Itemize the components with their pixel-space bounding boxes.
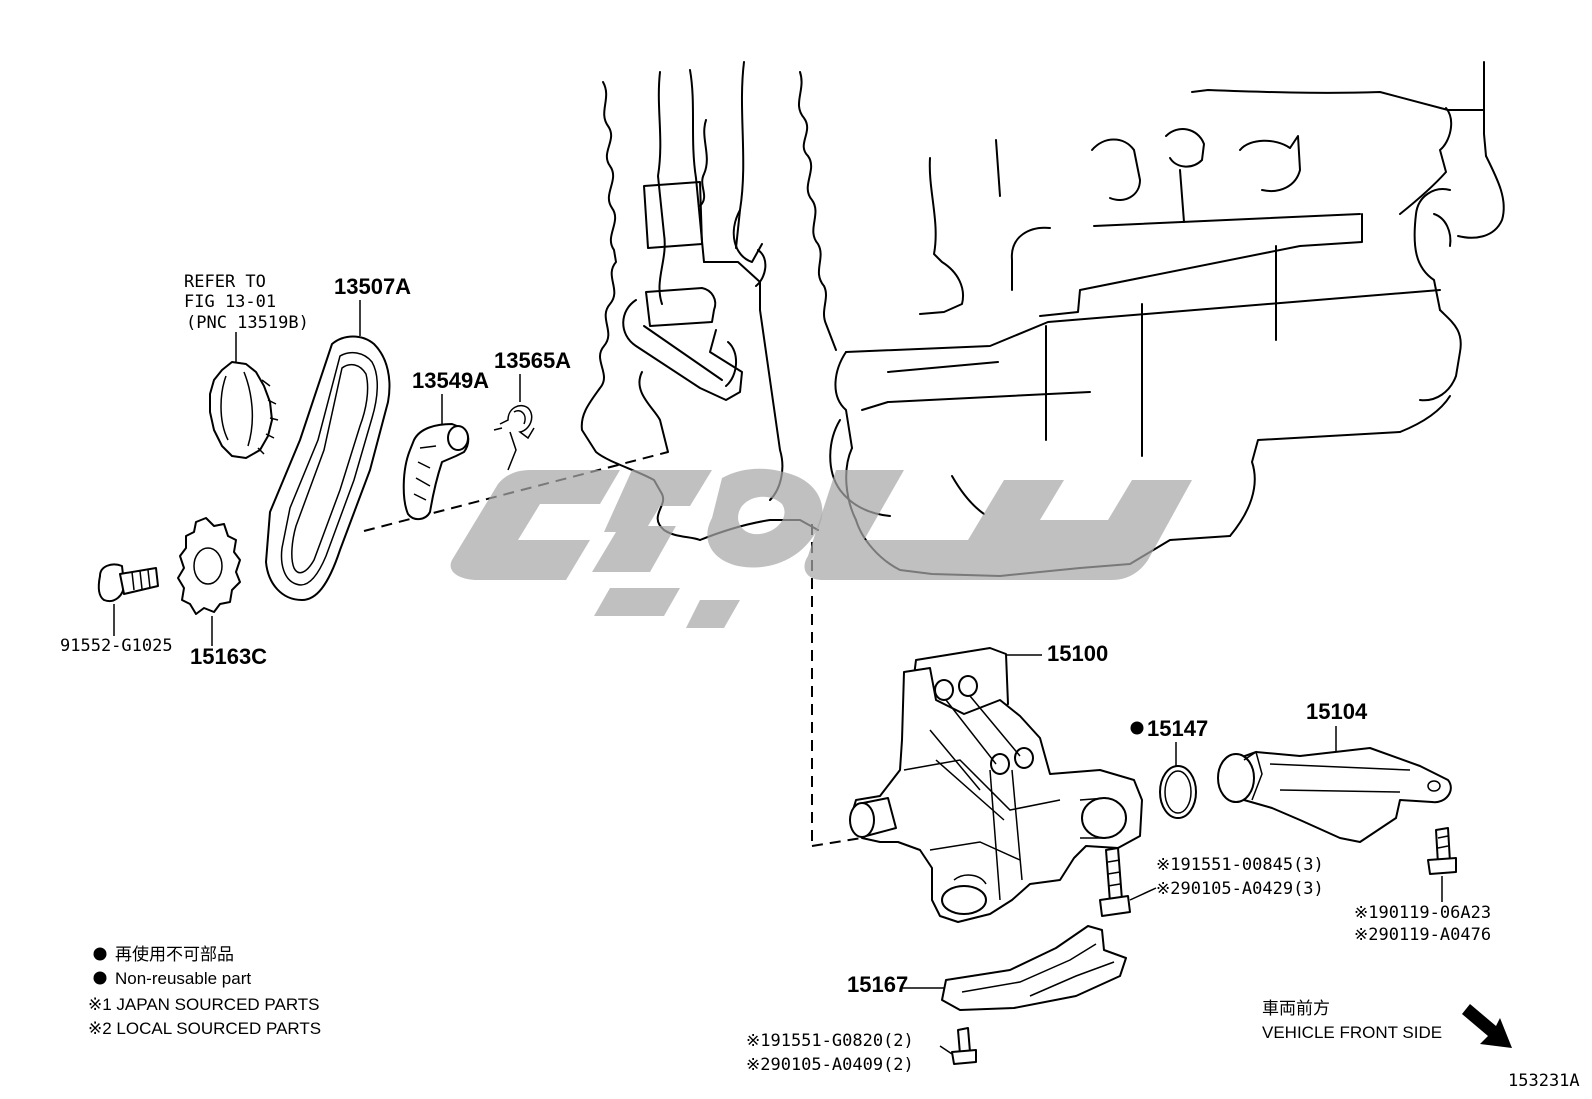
- nonreusable-marker: [1130, 721, 1144, 735]
- note-pump-bolt-1: ※191551-00845(3): [1156, 855, 1324, 875]
- oil-strainer: 15104: [1217, 699, 1452, 843]
- watermark-logo: [450, 468, 1192, 628]
- oil-pump-assembly: 15100: [849, 641, 1143, 923]
- oil-pump-plate: 15167: [847, 925, 1127, 1011]
- legend-marker-en: [93, 971, 107, 985]
- timing-chain: 13507A: [265, 274, 411, 601]
- part-label-15104: 15104: [1306, 699, 1368, 724]
- part-label-15167: 15167: [847, 972, 908, 997]
- note-pump-bolt-2: ※290105-A0429(3): [1156, 879, 1324, 899]
- plate-bolt: ※191551-G0820(2) ※290105-A0409(2): [746, 1027, 977, 1075]
- part-label-15100: 15100: [1047, 641, 1108, 666]
- tensioner-spring: 13565A: [493, 348, 571, 471]
- part-label-15163C: 15163C: [190, 644, 267, 669]
- o-ring-gasket: 15147: [1130, 716, 1208, 819]
- oil-pump-drive-sprocket: 15163C: [177, 517, 267, 669]
- legend-marker-jp: [93, 947, 107, 961]
- bolt-91552: 91552-G1025: [60, 563, 173, 656]
- pump-mount-bolt: ※191551-00845(3) ※290105-A0429(3): [1099, 847, 1324, 917]
- strainer-bolt: ※190119-06A23 ※290119-A0476: [1354, 827, 1491, 945]
- figure-id: 153231A: [1508, 1071, 1580, 1091]
- front-arrow-icon: [1462, 1004, 1512, 1048]
- refer-to-note: REFER TO FIG 13-01 (PNC 13519B): [184, 272, 309, 366]
- chain-damper: 13549A: [402, 368, 489, 520]
- note-plate-bolt-2: ※290105-A0409(2): [746, 1055, 914, 1075]
- part-label-91552-G1025: 91552-G1025: [60, 636, 173, 656]
- vehicle-front-indicator: 車両前方 VEHICLE FRONT SIDE: [1262, 999, 1512, 1048]
- front-label-en: VEHICLE FRONT SIDE: [1262, 1023, 1442, 1042]
- part-label-13549A: 13549A: [412, 368, 489, 393]
- part-label-15147: 15147: [1147, 716, 1208, 741]
- assembly-guide-lines: [363, 451, 875, 847]
- note-strainer-bolt-1: ※190119-06A23: [1354, 903, 1491, 923]
- refer-to-line3: (PNC 13519B): [186, 313, 309, 333]
- note-strainer-bolt-2: ※290119-A0476: [1354, 925, 1491, 945]
- crankshaft-sprocket-reference: [209, 361, 279, 459]
- legend-nonreusable-en: Non-reusable part: [115, 969, 251, 988]
- note-plate-bolt-1: ※191551-G0820(2): [746, 1031, 914, 1051]
- legend-local-sourced: ※2 LOCAL SOURCED PARTS: [88, 1019, 321, 1038]
- legend-japan-sourced: ※1 JAPAN SOURCED PARTS: [88, 995, 320, 1014]
- legend: 再使用不可部品 Non-reusable part ※1 JAPAN SOURC…: [88, 944, 321, 1038]
- legend-nonreusable-jp: 再使用不可部品: [115, 944, 234, 964]
- part-label-13507A: 13507A: [334, 274, 411, 299]
- front-label-jp: 車両前方: [1262, 999, 1330, 1018]
- part-label-13565A: 13565A: [494, 348, 571, 373]
- refer-to-line1: REFER TO: [184, 272, 266, 292]
- refer-to-line2: FIG 13-01: [184, 292, 276, 312]
